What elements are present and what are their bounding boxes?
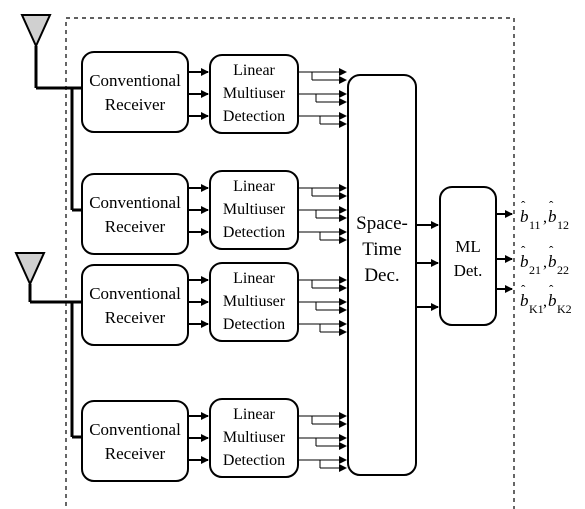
output-bit-subscript: 22 xyxy=(557,263,569,277)
linear-multiuser-detection-label-line-1: Linear xyxy=(233,406,275,423)
output-bit-subscript: 21 xyxy=(529,263,541,277)
conventional-receiver-label-line-2: Receiver xyxy=(105,444,166,463)
linear-multiuser-detection-label-line-2: Multiuser xyxy=(223,429,286,446)
output-bit-symbol: b xyxy=(520,207,529,226)
detector-to-space-time-arrows xyxy=(298,412,347,472)
hat-accent-icon: ˆ xyxy=(521,243,526,258)
linear-multiuser-detection-label-line-2: Multiuser xyxy=(223,201,286,218)
output-separator: , xyxy=(543,293,547,310)
conventional-receiver-label-line-1: Conventional xyxy=(89,71,181,90)
conventional-receiver-label-line-2: Receiver xyxy=(105,95,166,114)
detector-to-space-time-arrows xyxy=(298,68,347,128)
output-bit-subscript: 12 xyxy=(557,218,569,232)
output-bit-symbol: b xyxy=(548,207,557,226)
space-time-line-3: Dec. xyxy=(364,265,399,286)
ml-line-2: Det. xyxy=(454,261,483,280)
receiver-to-detector-arrows xyxy=(188,276,209,328)
space-time-line-1: Space- xyxy=(356,213,408,234)
output-bit-symbol: b xyxy=(520,291,529,310)
ml-output-arrows xyxy=(496,210,513,293)
hat-accent-icon: ˆ xyxy=(549,243,554,258)
antenna-1-icon xyxy=(20,14,82,212)
output-separator: , xyxy=(543,209,547,226)
linear-multiuser-detection-label-line-3: Detection xyxy=(223,452,285,469)
receiver-to-detector-arrows xyxy=(188,68,209,120)
linear-multiuser-detection-label-line-3: Detection xyxy=(223,224,285,241)
linear-multiuser-detection-label-line-1: Linear xyxy=(233,270,275,287)
linear-multiuser-detection-label-line-2: Multiuser xyxy=(223,293,286,310)
space-time-line-2: Time xyxy=(362,239,401,260)
conventional-receiver-label-line-1: Conventional xyxy=(89,420,181,439)
linear-multiuser-detection-label-line-3: Detection xyxy=(223,108,285,125)
detector-to-space-time-arrows xyxy=(298,276,347,336)
output-bit-symbol: b xyxy=(520,252,529,271)
linear-multiuser-detection-label-line-1: Linear xyxy=(233,62,275,79)
hat-accent-icon: ˆ xyxy=(549,198,554,213)
output-bit-symbol: b xyxy=(548,252,557,271)
linear-multiuser-detection-label-line-3: Detection xyxy=(223,316,285,333)
ml-detector-block: ML Det. xyxy=(439,186,497,326)
conventional-receiver-label-line-2: Receiver xyxy=(105,308,166,327)
output-bit-subscript: K2 xyxy=(557,302,572,316)
linear-multiuser-detection-label-line-2: Multiuser xyxy=(223,85,286,102)
antenna-2-icon xyxy=(14,252,82,439)
hat-accent-icon: ˆ xyxy=(521,198,526,213)
st-to-ml-arrows xyxy=(416,221,439,311)
conventional-receiver-label-line-1: Conventional xyxy=(89,193,181,212)
receiver-boundary xyxy=(65,17,515,509)
ml-line-1: ML xyxy=(455,237,481,256)
output-bit-subscript: K1 xyxy=(529,302,544,316)
conventional-receiver-label-line-1: Conventional xyxy=(89,284,181,303)
output-bit-subscript: 11 xyxy=(529,218,541,232)
space-time-decoder-block: Space- Time Dec. xyxy=(347,74,417,476)
receiver-to-detector-arrows xyxy=(188,184,209,236)
receiver-to-detector-arrows xyxy=(188,412,209,464)
hat-accent-icon: ˆ xyxy=(549,282,554,297)
output-separator: , xyxy=(543,254,547,271)
linear-multiuser-detection-label-line-1: Linear xyxy=(233,178,275,195)
output-bit-symbol: b xyxy=(548,291,557,310)
conventional-receiver-label-line-2: Receiver xyxy=(105,217,166,236)
detector-to-space-time-arrows xyxy=(298,184,347,244)
hat-accent-icon: ˆ xyxy=(521,282,526,297)
